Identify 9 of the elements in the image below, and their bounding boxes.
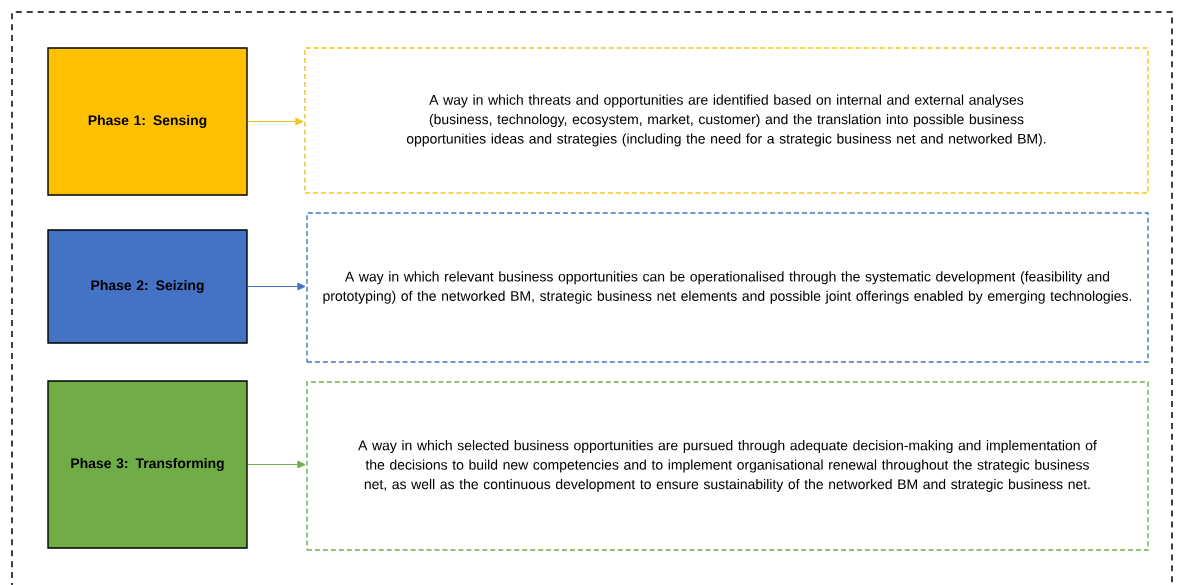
arrow [247, 282, 306, 291]
arrow [247, 460, 306, 469]
phase-box: Phase 1: Sensing [47, 47, 248, 196]
description-box: A way in which relevant business opportunities can be operationalised through the systematic development (feasibility and prototyping) of the networked BM, strategic business net elements and possible joint offerings enabled by emerging technologies. [306, 212, 1149, 363]
description-box: A way in which threats and opportunities are identified based on internal and external analyses (business, technology, ecosystem, market, customer) and the translation into possible business opportunities ideas and strategies (including the need for a strategic business net and networked BM). [304, 47, 1149, 194]
phase-box: Phase 3: Transforming [47, 380, 248, 549]
phase-box: Phase 2: Seizing [47, 229, 248, 344]
arrow [247, 117, 304, 126]
description-box: A way in which selected business opportunities are pursued through adequate decision-making and implementation of the decisions to build new competencies and to implement organisational renewal throughout the strategic business net, as well as the continuous development to ensure sustainability of the networked BM and strategic business net. [306, 381, 1149, 551]
